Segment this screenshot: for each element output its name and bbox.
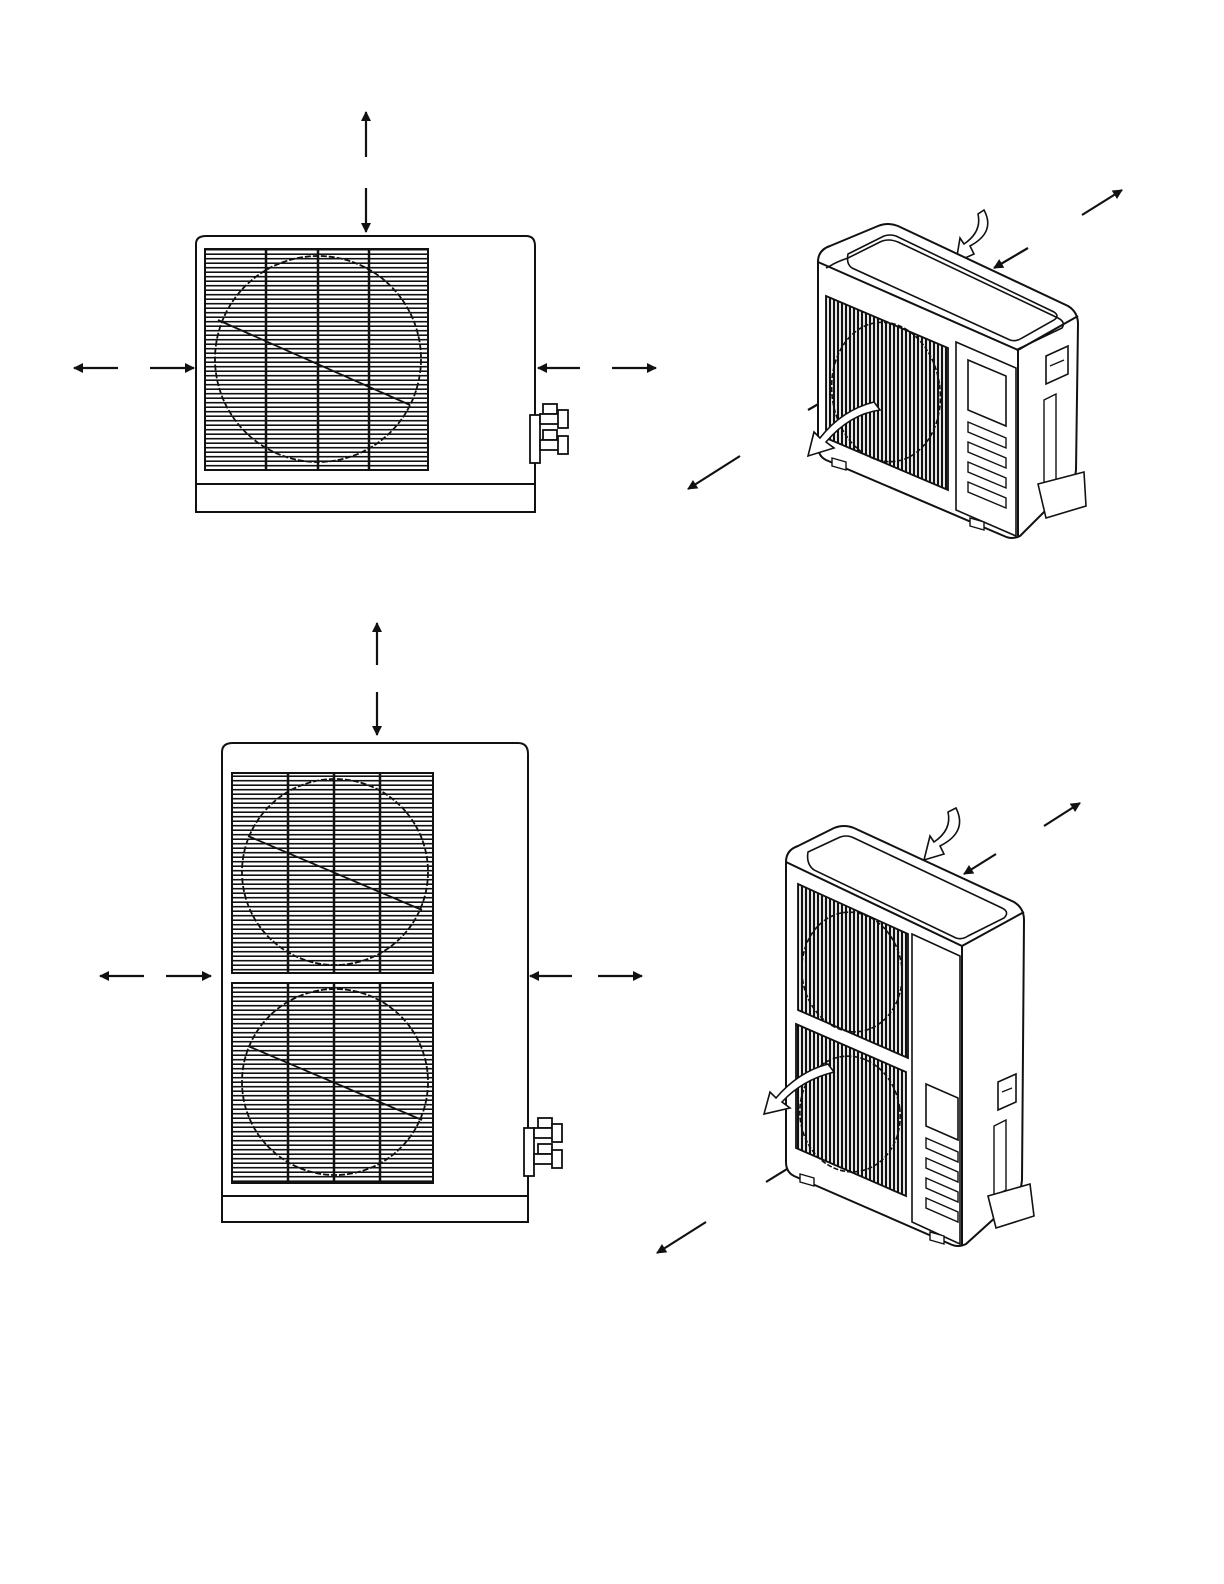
front-clearance-arrow	[688, 456, 740, 489]
top-intake-arrow	[924, 808, 960, 860]
service-valves	[524, 1118, 562, 1176]
single-fan-isometric-view	[808, 190, 1122, 538]
fan-grille-upper	[232, 773, 433, 973]
dual-fan-isometric-view	[764, 803, 1080, 1246]
front-clearance-arrow	[657, 1222, 706, 1253]
fan-grille-lower	[232, 983, 433, 1183]
top-intake-arrow	[956, 210, 988, 262]
fan-grille	[205, 249, 428, 470]
single-fan-front-view	[74, 112, 740, 512]
dual-fan-front-view	[100, 623, 706, 1253]
